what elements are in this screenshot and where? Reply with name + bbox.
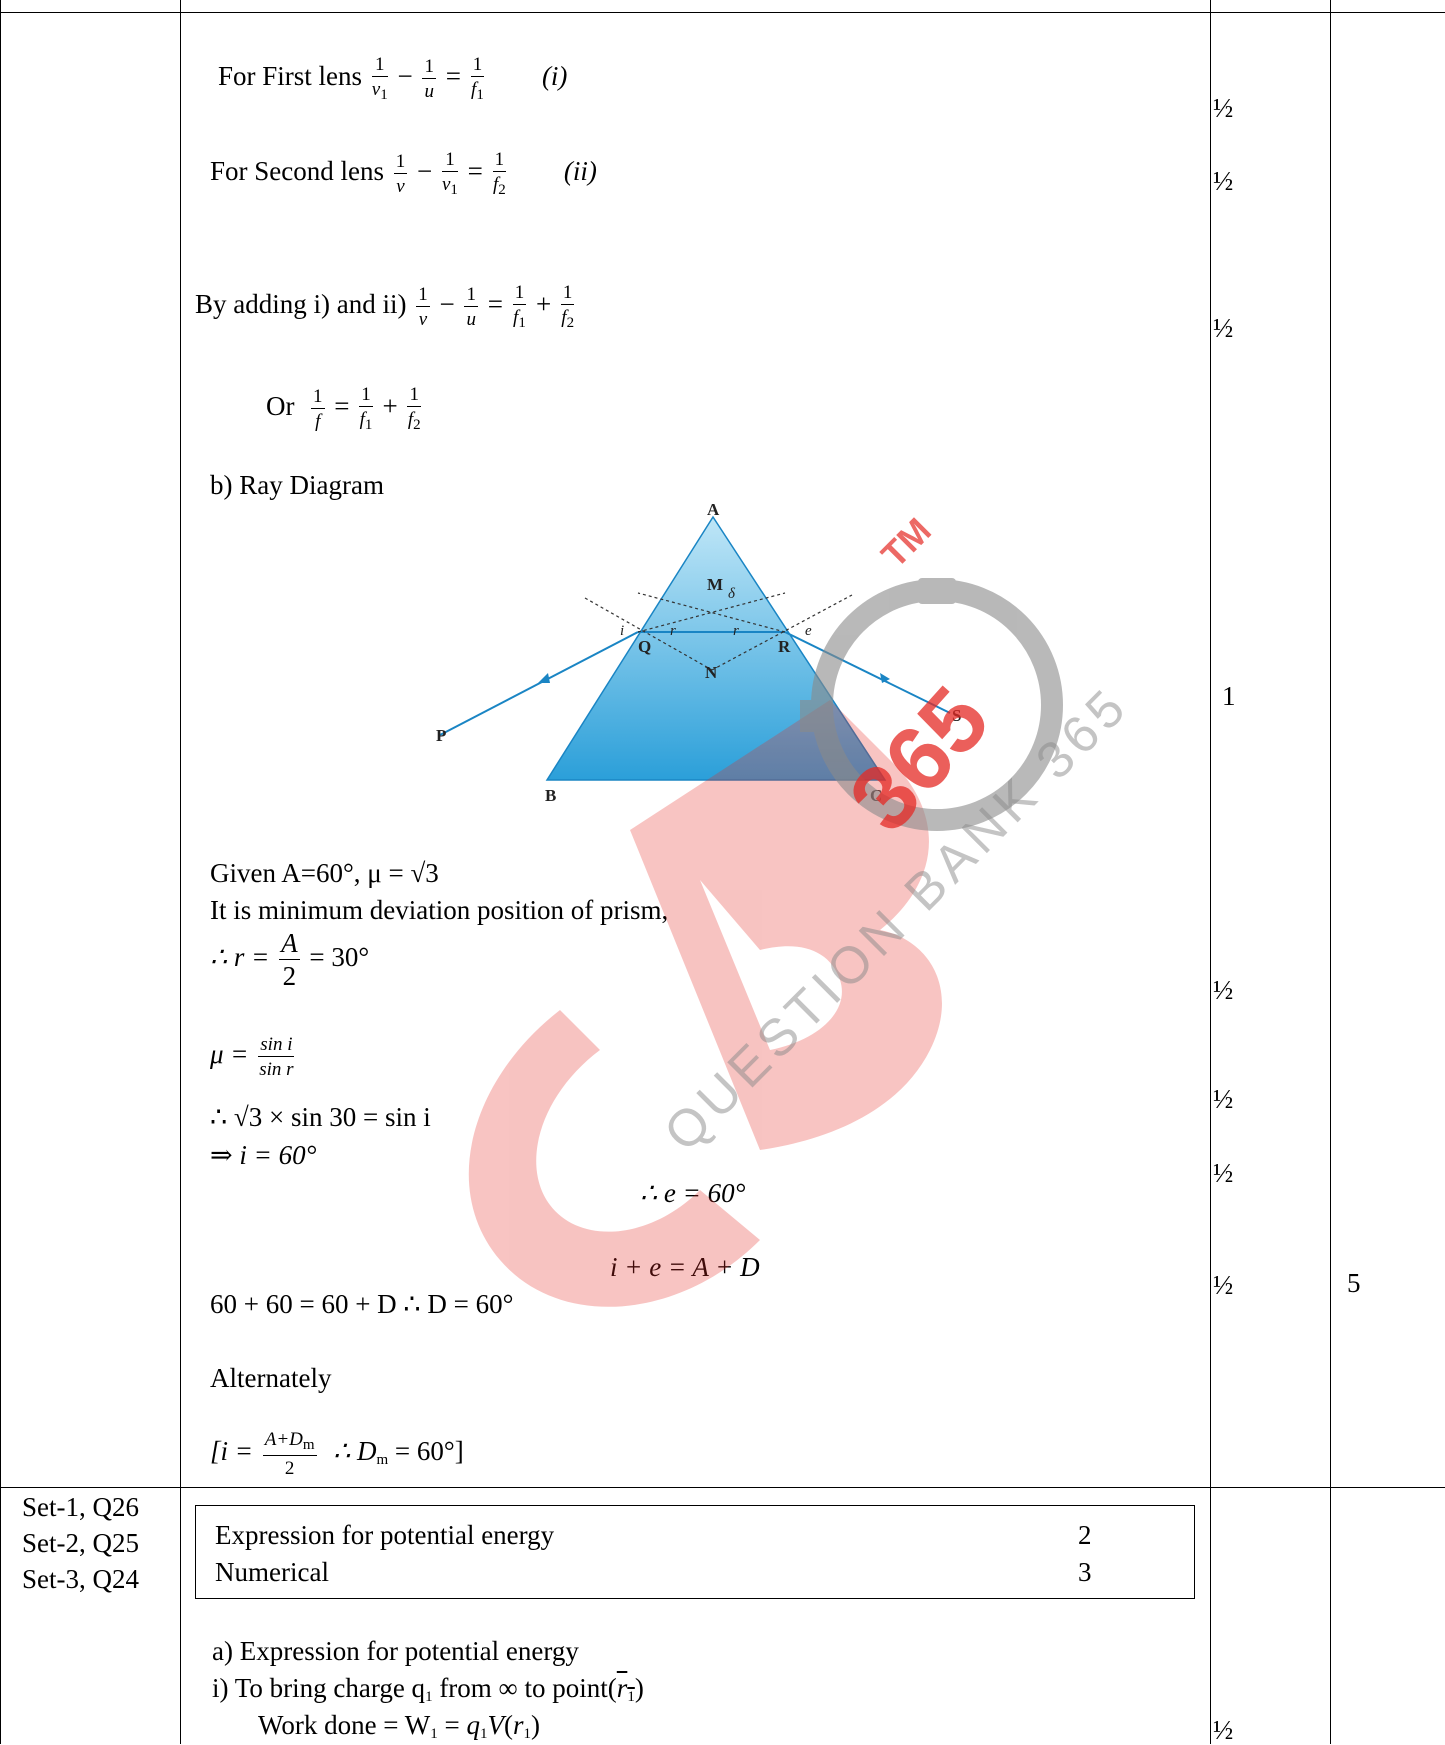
- point-s-label: S: [952, 706, 961, 725]
- mark-ray-diagram: 1: [1222, 681, 1236, 711]
- snell-law-step: ∴ √3 × sin 30 = sin i: [210, 1102, 431, 1132]
- normal-at-q: [584, 597, 713, 671]
- mark-work-done: ½: [1213, 1715, 1234, 1745]
- vertex-a-label: A: [707, 500, 720, 519]
- given-values: Given A=60°, μ = √3: [210, 858, 439, 888]
- table-row-divider: [0, 1487, 1445, 1488]
- deviation-result: 60 + 60 = 60 + D ∴ D = 60°: [210, 1289, 514, 1319]
- legend-marks-2: 3: [1078, 1557, 1092, 1587]
- part-i-text: i) To bring charge q1 from ∞ to point(r1…: [212, 1673, 644, 1705]
- angle-delta-label: δ: [728, 586, 736, 602]
- mark-second-lens: ½: [1213, 166, 1234, 196]
- alternately-label: Alternately: [210, 1363, 332, 1393]
- vertex-b-label: B: [545, 786, 556, 805]
- total-marks: 5: [1347, 1268, 1361, 1298]
- mark-r: ½: [1213, 975, 1234, 1005]
- incidence-angle-result: ⇒ i = 60°: [210, 1140, 317, 1170]
- angle-e-label: e: [805, 623, 812, 639]
- incident-ray: [439, 631, 639, 736]
- table-column-divider-2: [1210, 0, 1211, 1744]
- angle-r1-label: r: [670, 623, 676, 639]
- table-column-divider-3: [1330, 0, 1331, 1744]
- point-m-label: M: [707, 575, 723, 594]
- table-top-border: [0, 12, 1445, 13]
- ray-diagram-heading: b) Ray Diagram: [210, 470, 384, 500]
- part-a-heading: a) Expression for potential energy: [212, 1636, 579, 1666]
- set-label-3: Set-3, Q24: [22, 1564, 139, 1594]
- table-column-divider-1: [180, 0, 181, 1744]
- table-border-left: [0, 0, 1, 1744]
- extended-emergent-ray: [637, 592, 786, 633]
- angle-sum-rule: i + e = A + D: [610, 1252, 760, 1282]
- point-q-label: Q: [638, 637, 651, 656]
- angle-r2-label: r: [733, 623, 739, 639]
- prism-triangle: [545, 515, 887, 781]
- minimum-deviation-statement: It is minimum deviation position of pris…: [210, 895, 669, 925]
- set-label-2: Set-2, Q25: [22, 1528, 139, 1558]
- angle-i-label: i: [620, 623, 624, 639]
- legend-item-1: Expression for potential energy: [215, 1520, 555, 1550]
- mark-first-lens: ½: [1213, 93, 1234, 123]
- work-done-line: Work done = W1 = q1V(r1): [258, 1710, 541, 1742]
- emergence-angle-result: ∴ e = 60°: [640, 1178, 746, 1208]
- mark-d: ½: [1213, 1270, 1234, 1300]
- point-n-label: N: [705, 663, 718, 682]
- set-label-1: Set-1, Q26: [22, 1492, 139, 1522]
- mark-snell: ½: [1213, 1084, 1234, 1114]
- mark-combined: ½: [1213, 313, 1234, 343]
- marking-scheme-box: [195, 1505, 1195, 1599]
- mark-i: ½: [1213, 1158, 1234, 1188]
- extended-incident-ray: [637, 592, 786, 633]
- prism-ray-diagram: A B C M Q R N P S i e r r δ: [436, 500, 961, 805]
- legend-marks-1: 2: [1078, 1520, 1092, 1550]
- point-p-label: P: [436, 726, 446, 745]
- vertex-c-label: C: [870, 786, 882, 805]
- point-r-label: R: [778, 637, 791, 656]
- legend-item-2: Numerical: [215, 1557, 329, 1587]
